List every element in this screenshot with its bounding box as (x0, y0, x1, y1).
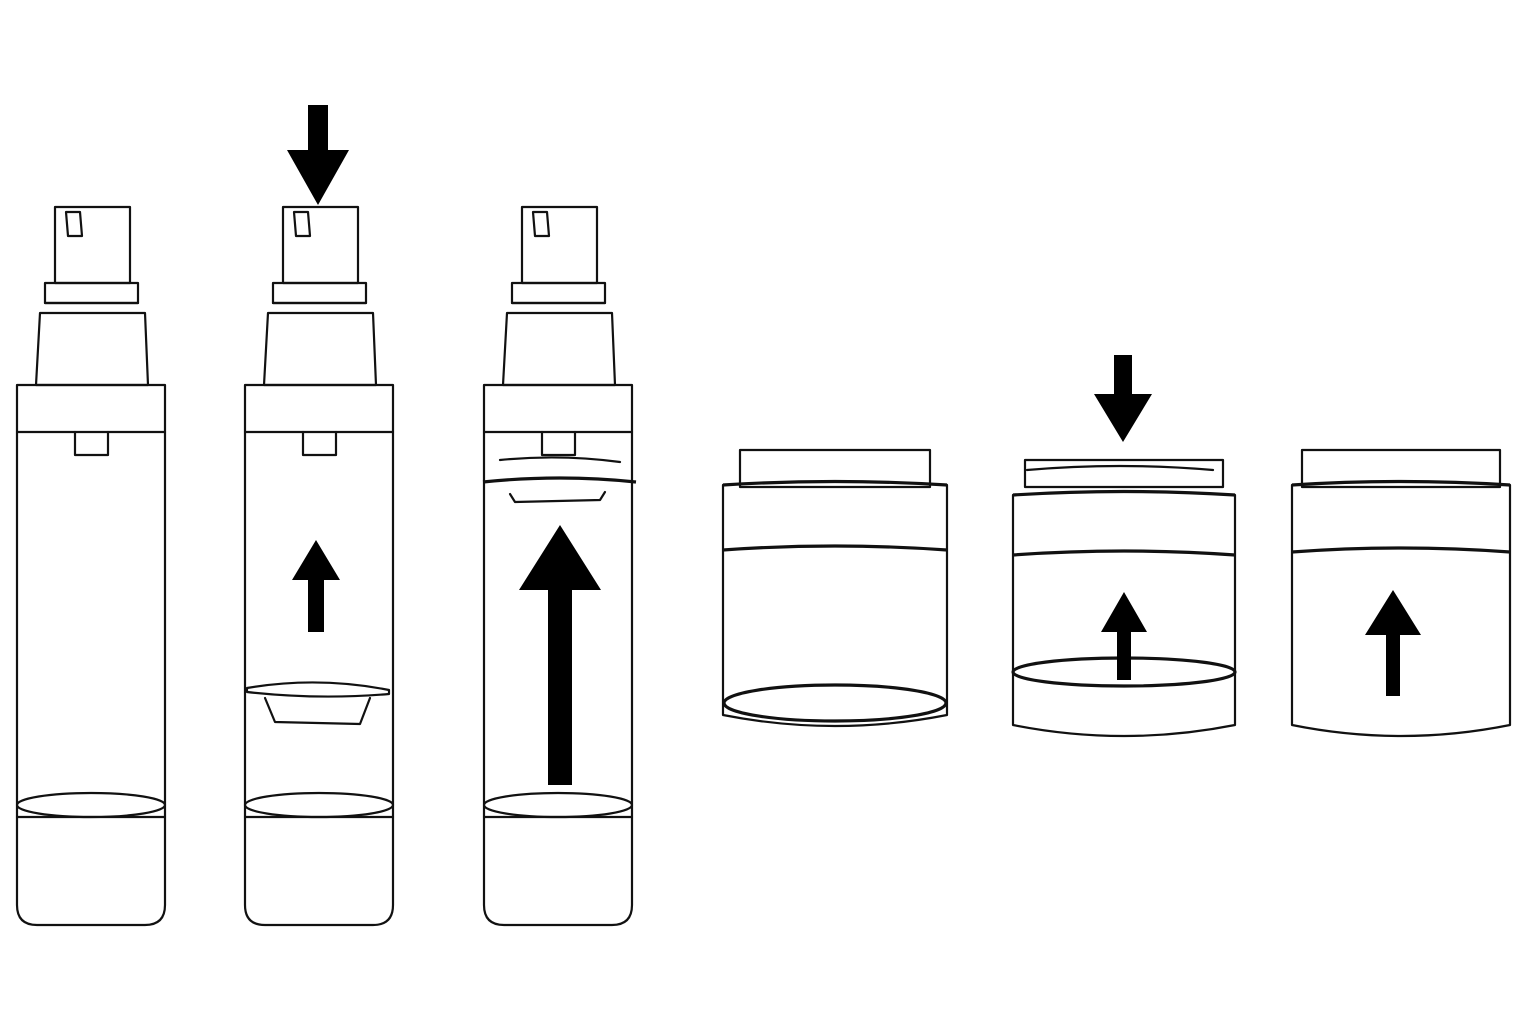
jar-band (722, 544, 948, 552)
jar-body (1011, 493, 1237, 738)
shoulder (501, 311, 617, 387)
piston-upper-edge (498, 456, 622, 464)
lid-rim (1291, 479, 1511, 487)
piston-skirt (508, 490, 607, 504)
airless-jar (1011, 355, 1237, 738)
locking-tab (540, 430, 577, 457)
lid-rim (1012, 489, 1236, 497)
airless-jar (721, 448, 949, 728)
bottle-body (482, 383, 634, 927)
piston (482, 476, 637, 484)
piston-skirt (263, 696, 372, 726)
airless-jar (1290, 448, 1512, 738)
lid-pressed-edge (1025, 464, 1215, 472)
collar (510, 281, 607, 305)
airless-pump-bottle (482, 205, 634, 927)
arrow-up-icon (1101, 592, 1147, 680)
base-piston-top (243, 791, 395, 819)
jar-body (1290, 483, 1512, 738)
bottle-3-annotations (482, 456, 637, 785)
bottle-body (15, 383, 167, 927)
jar-base-disc (722, 683, 948, 723)
jar-lid (1300, 448, 1502, 489)
jar-band (1291, 546, 1511, 554)
arrow-down-icon (1094, 355, 1152, 442)
collar (43, 281, 140, 305)
jar-body (721, 483, 949, 728)
airless-pump-bottle (243, 205, 395, 927)
nozzle-opening (292, 210, 312, 238)
shoulder (262, 311, 378, 387)
shoulder (34, 311, 150, 387)
collar (271, 281, 368, 305)
airless-pump-bottle (15, 205, 167, 927)
bottle-2-annotations (245, 105, 391, 726)
base-piston-top (482, 791, 634, 819)
bottle-body (243, 383, 395, 927)
arrow-up-icon (292, 540, 340, 632)
arrow-down-icon (287, 105, 349, 205)
nozzle-opening (531, 210, 551, 238)
base-piston-top (15, 791, 167, 819)
jar-band (1012, 549, 1236, 557)
locking-tab (73, 430, 110, 457)
jar-lid (738, 448, 932, 489)
jar-lid (1023, 458, 1225, 489)
nozzle-opening (64, 210, 84, 238)
lid-rim (722, 479, 948, 487)
locking-tab (301, 430, 338, 457)
arrow-up-icon (1365, 590, 1421, 696)
arrow-up-icon (519, 525, 601, 785)
piston (245, 681, 391, 698)
